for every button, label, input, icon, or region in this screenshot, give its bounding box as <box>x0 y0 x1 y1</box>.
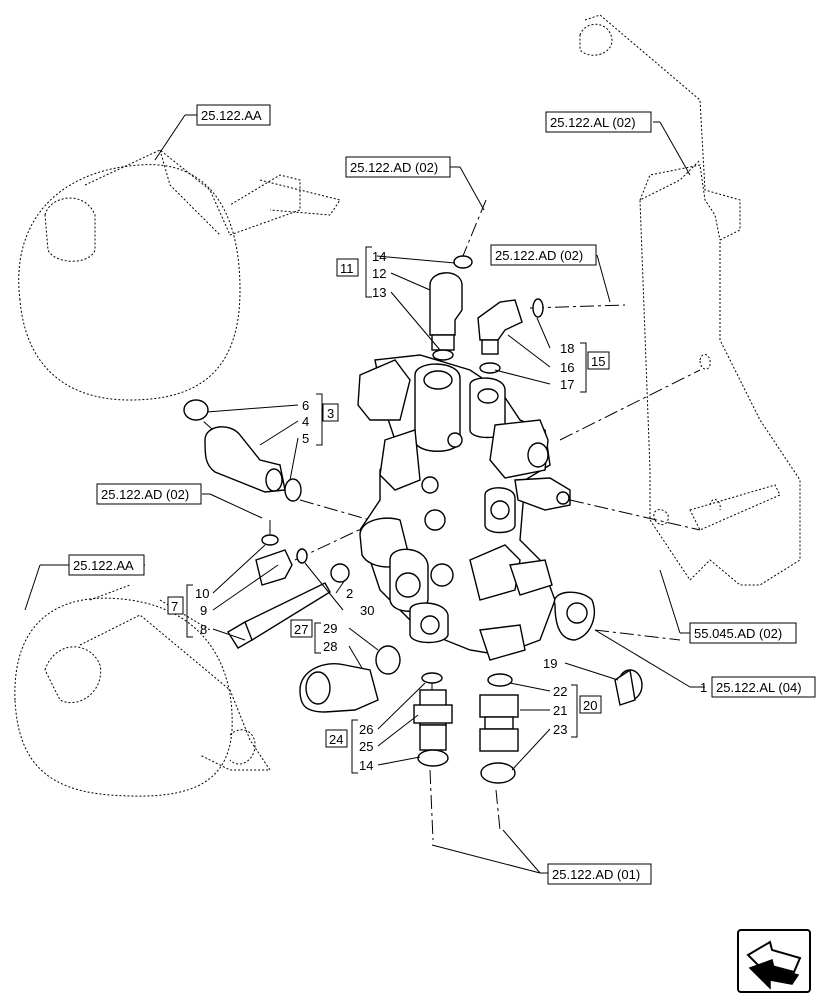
callout-9: 9 <box>200 603 207 618</box>
part-13-oring <box>432 349 454 361</box>
callout-1: 1 <box>700 680 707 695</box>
callout-18: 18 <box>560 341 574 356</box>
group-11: 11 <box>340 261 354 276</box>
part-8-bolt <box>227 582 331 649</box>
group-24: 24 <box>329 732 343 747</box>
ref-ad02-left: 25.122.AD (02) <box>101 487 189 502</box>
callout-5: 5 <box>302 431 309 446</box>
reference-boxes: 25.122.AA 25.122.AL (02) 25.122.AD (02) … <box>68 104 816 885</box>
ghost-frame-right <box>579 14 801 586</box>
callout-12: 12 <box>372 266 386 281</box>
ref-045: 55.045.AD (02) <box>694 626 782 641</box>
part-10-oring <box>261 534 279 546</box>
part-2-washer <box>330 563 350 583</box>
part-21-fitting <box>479 694 519 752</box>
group-20: 20 <box>583 698 597 713</box>
ref-box-ad02-right <box>490 244 597 266</box>
callout-26: 26 <box>359 722 373 737</box>
part-17-oring <box>479 362 501 374</box>
callout-10: 10 <box>195 586 209 601</box>
callout-8: 8 <box>200 622 207 637</box>
ref-box-045 <box>689 622 797 644</box>
part-14-oring-top <box>453 255 473 269</box>
callout-13: 13 <box>372 285 386 300</box>
callout-4: 4 <box>302 414 309 429</box>
ref-box-al04 <box>711 676 816 698</box>
callout-22: 22 <box>553 684 567 699</box>
group-brackets <box>186 246 587 774</box>
group-7: 7 <box>171 599 178 614</box>
ref-box-ad02-left <box>96 483 202 505</box>
callout-16: 16 <box>560 360 574 375</box>
callout-23: 23 <box>553 722 567 737</box>
part-19-plug <box>614 668 643 706</box>
ref-box-ad02-top <box>345 156 451 178</box>
part-22-oring <box>487 673 513 687</box>
part-23-oring <box>480 762 516 784</box>
part-4-adapter <box>204 426 286 493</box>
ref-box-ad01 <box>547 863 652 885</box>
ghost-tank-top <box>18 149 341 401</box>
ref-al02: 25.122.AL (02) <box>550 115 636 130</box>
ref-ad02-right: 25.122.AD (02) <box>495 248 583 263</box>
part-14-oring-bottom <box>417 749 449 767</box>
callout-17: 17 <box>560 377 574 392</box>
ref-aa-left: 25.122.AA <box>73 558 134 573</box>
callout-30: 30 <box>360 603 374 618</box>
part-25-fitting <box>413 689 453 751</box>
part-6-oring <box>183 399 209 421</box>
callout-28: 28 <box>323 639 337 654</box>
ref-box-aa-top <box>196 104 271 126</box>
callout-14-bottom: 14 <box>359 758 373 773</box>
ref-ad01: 25.122.AD (01) <box>552 867 640 882</box>
group-15: 15 <box>591 354 605 369</box>
part-28-fitting <box>299 663 379 713</box>
arrow-nav-icon[interactable] <box>737 929 811 993</box>
part-12-elbow <box>429 272 463 351</box>
callout-14-top: 14 <box>372 249 386 264</box>
group-3: 3 <box>327 406 334 421</box>
ref-box-aa-left <box>68 554 145 576</box>
callout-6: 6 <box>302 398 309 413</box>
callout-2: 2 <box>346 586 353 601</box>
part-5-oring <box>284 478 302 502</box>
valve-block <box>357 354 595 661</box>
part-26-oring <box>421 672 443 684</box>
part-30-oring <box>296 548 308 564</box>
group-boxes: 11 15 3 7 27 24 20 <box>167 258 610 748</box>
group-27: 27 <box>294 622 308 637</box>
callout-19: 19 <box>543 656 557 671</box>
callout-29: 29 <box>323 621 337 636</box>
part-29-oring <box>375 645 401 675</box>
callout-21: 21 <box>553 703 567 718</box>
callout-25: 25 <box>359 739 373 754</box>
ghost-tank-bottom <box>14 584 271 797</box>
part-18-oring <box>532 298 544 318</box>
ref-box-al02 <box>545 111 652 133</box>
callouts: 14 12 13 18 16 17 6 4 5 10 9 8 2 30 29 2… <box>195 249 707 773</box>
part-16-elbow <box>477 299 523 355</box>
ref-aa-top: 25.122.AA <box>201 108 262 123</box>
ref-ad02-top: 25.122.AD (02) <box>350 160 438 175</box>
ref-al04: 25.122.AL (04) <box>716 680 802 695</box>
